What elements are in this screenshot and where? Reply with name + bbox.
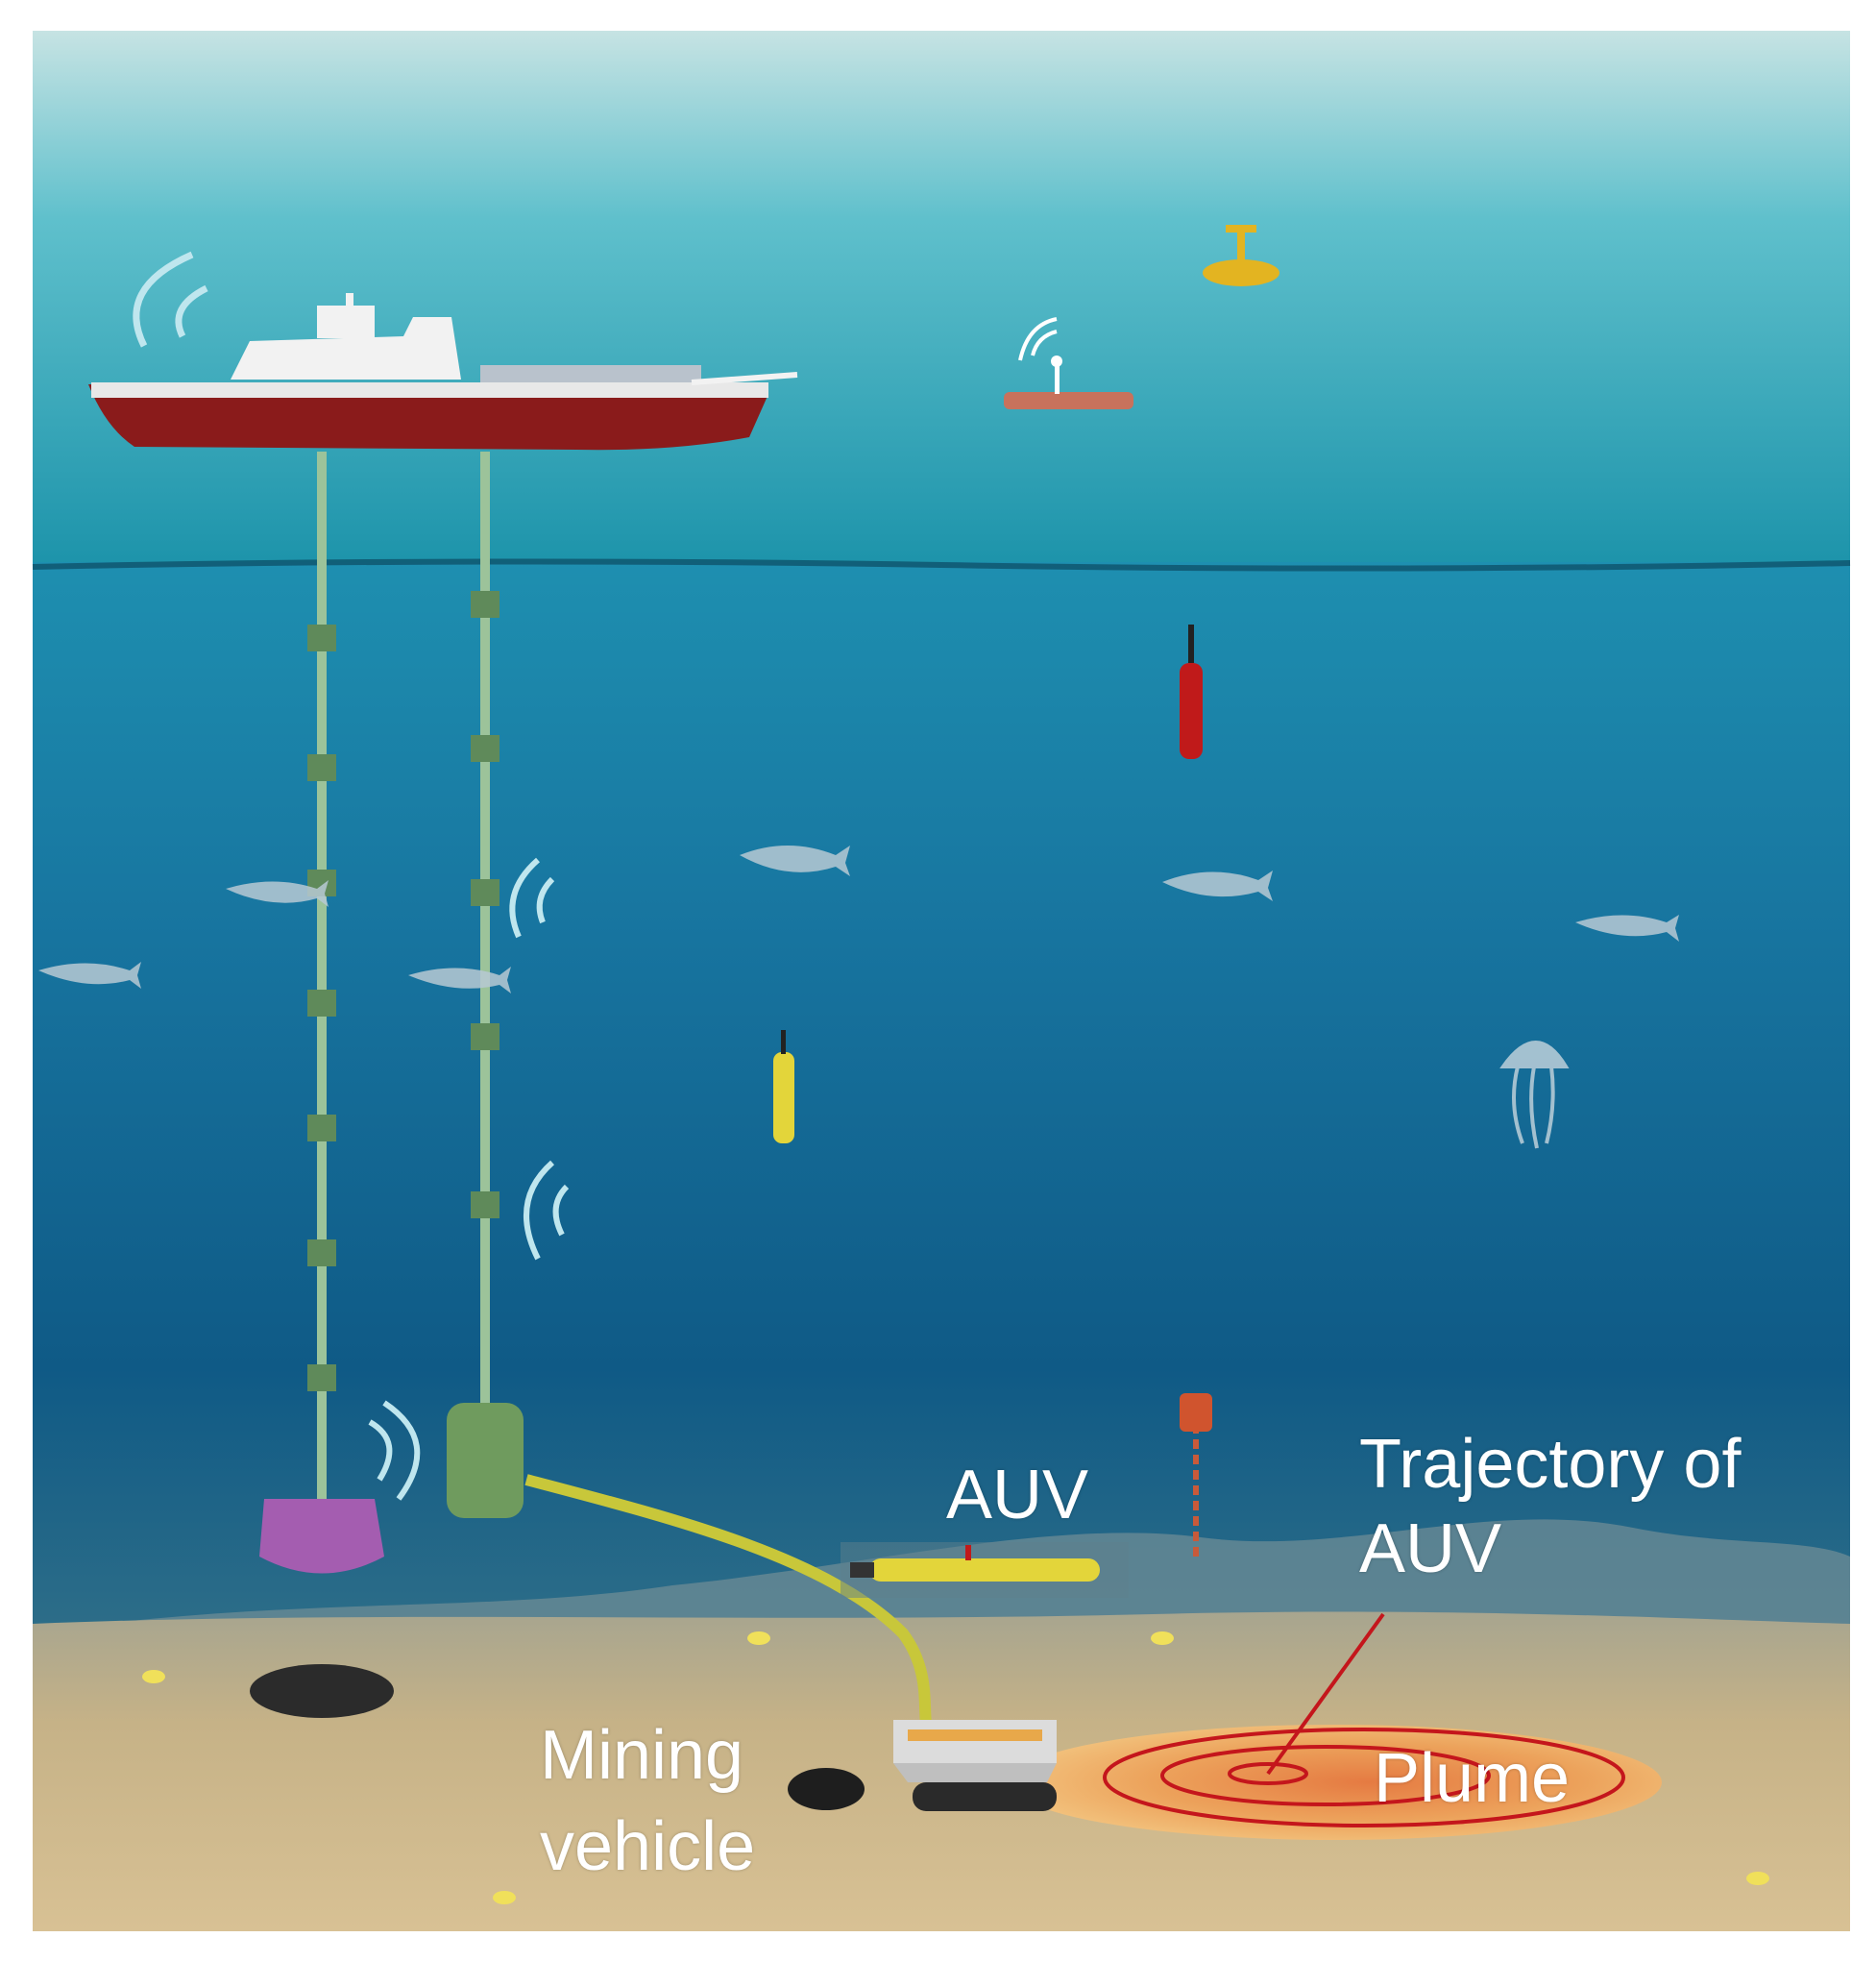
water-column [33,562,1850,1638]
auv-trajectory [1103,1612,1625,1827]
sea-surface-area [33,31,1850,569]
mooring-icon [1180,1393,1212,1557]
plume-label: Plume [1374,1740,1571,1817]
fish-icon [38,846,1679,993]
profiling-float-icon [773,1030,794,1143]
auv-label: AUV [946,1457,1089,1533]
auv-icon [841,1542,1129,1598]
acoustic-signal-icon [133,251,208,348]
surface-buoy-icon [1203,225,1279,286]
usv-icon [1004,317,1133,409]
profiling-float-icon [1180,625,1203,759]
mining-vehicle-icon [788,1720,1057,1811]
trajectory-of-auv-label: Trajectory of AUV [1359,1426,1742,1587]
acoustic-signal-icon [368,857,570,1501]
seabed-node-icon [142,1631,1769,1904]
jellyfish-icon [1499,1041,1570,1149]
ship-icon [88,293,798,451]
nodule-pile [250,1664,394,1718]
mining-vehicle-label: Mining vehicle [540,1717,756,1885]
